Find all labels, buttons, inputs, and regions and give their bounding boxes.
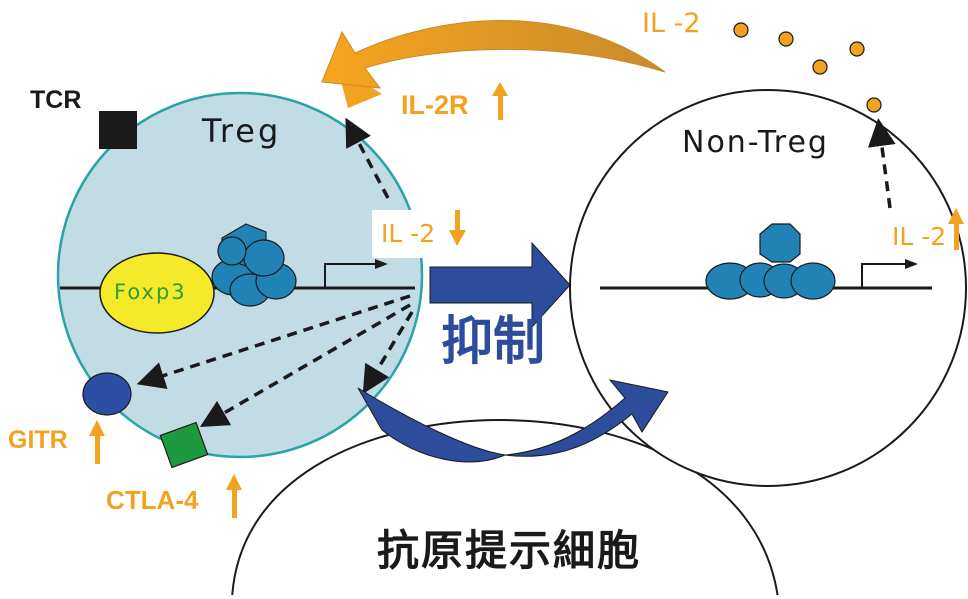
apc-label: 抗原提示細胞 [377, 527, 642, 574]
foxp3-label: Foxp3 [114, 280, 187, 304]
non-treg-protein-complex [705, 223, 836, 300]
il2-return-arrow [321, 20, 666, 89]
apc-curved-arrow-right [504, 379, 669, 457]
suppression-arrow [429, 241, 571, 329]
ctla4-label: CTLA-4 [106, 485, 199, 515]
gitr-label: GITR [8, 426, 68, 454]
il2-treg-label: IL -2 [381, 219, 436, 248]
treg-dashed-arrows [136, 117, 414, 428]
treg-promoter-arrow [324, 263, 375, 288]
il2-molecules [733, 22, 882, 113]
il2-top-label: IL -2 [642, 8, 701, 39]
antigen-presenting-cell [230, 418, 780, 599]
il2r-label: IL-2R [401, 90, 469, 120]
non-treg-promoter-arrow [861, 263, 905, 288]
suppression-label: 抑制 [441, 313, 546, 371]
ctla4-receptor [159, 421, 209, 469]
non-treg-dashed-arrow [867, 118, 896, 209]
treg-label: Treg [202, 112, 282, 150]
foxp3-ellipse [99, 252, 215, 334]
gitr-receptor [82, 372, 132, 416]
treg-protein-complex [211, 223, 297, 307]
tcr-receptor [99, 111, 137, 149]
non-treg-label: Non-Treg [682, 125, 829, 160]
tcr-label: TCR [30, 86, 82, 114]
il2-non-treg-label: IL -2 [892, 222, 947, 251]
up-down-arrows [89, 82, 964, 518]
